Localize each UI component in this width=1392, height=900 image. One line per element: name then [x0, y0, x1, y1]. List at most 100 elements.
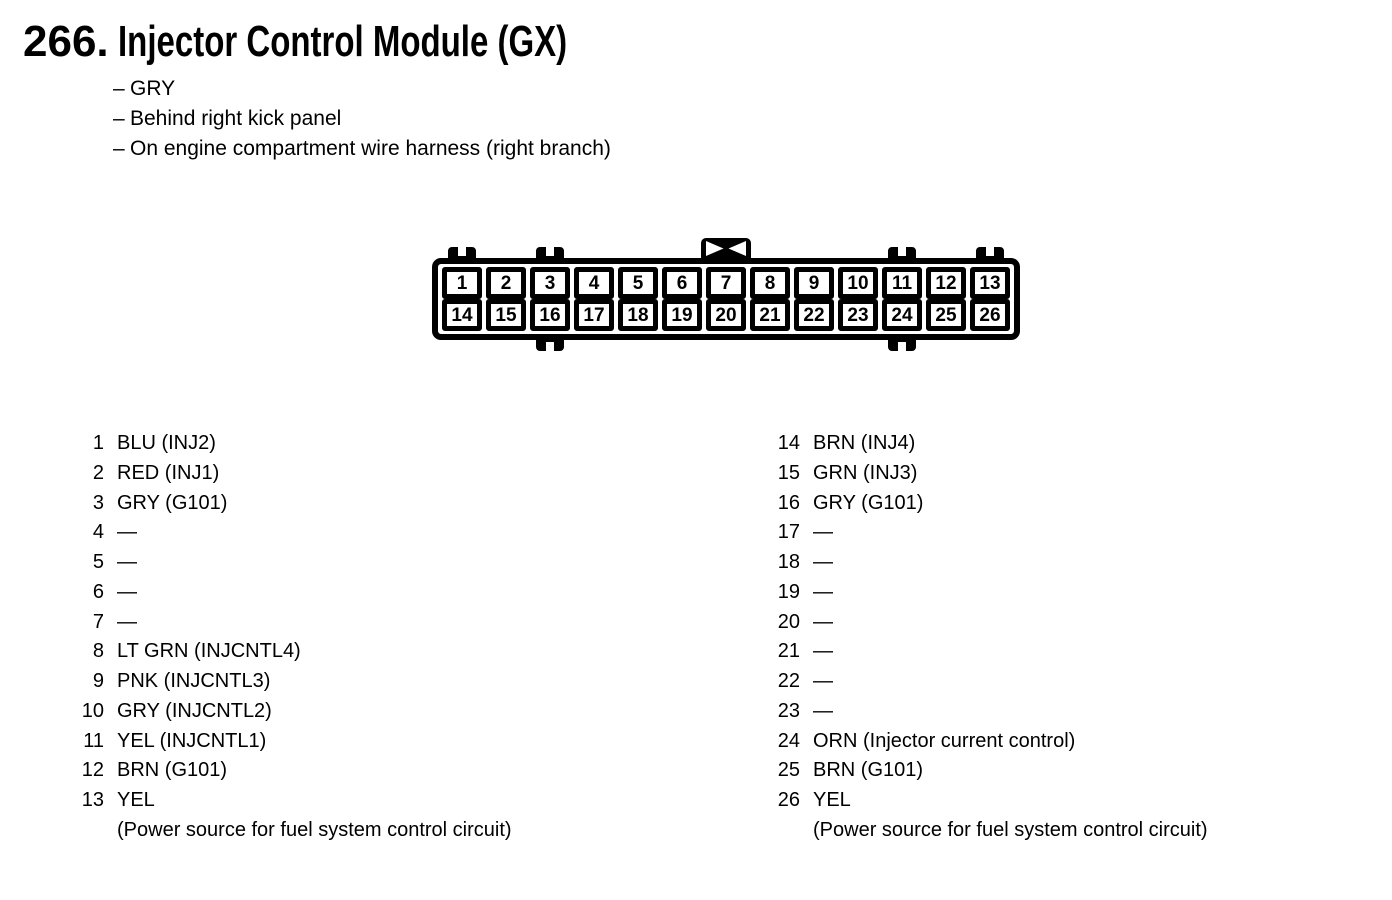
pin-number: 24 [777, 729, 800, 752]
pin-row: 5— [76, 548, 512, 578]
pin-note: (Power source for fuel system control ci… [813, 818, 1208, 841]
pin-label: YEL [117, 789, 155, 811]
pin-label: GRY (G101) [117, 491, 228, 514]
pin-row: 4— [76, 518, 512, 548]
bullet-text: GRY [130, 77, 176, 100]
pin-number: 11 [83, 729, 104, 752]
pin-label: BRN (INJ4) [813, 432, 916, 454]
pin-label: — [117, 610, 137, 633]
pin-row: 7— [76, 608, 512, 638]
pin-number: 15 [777, 461, 800, 484]
pin-cell-24: 24 [882, 299, 922, 331]
location-bullet: –On engine compartment wire harness (rig… [113, 134, 611, 164]
pin-cell-22: 22 [794, 299, 834, 331]
pin-number: 1 [92, 432, 104, 454]
pin-cell-4: 4 [574, 267, 614, 299]
pin-label: ORN (Injector current control) [813, 729, 1076, 752]
pin-cell-23: 23 [838, 299, 878, 331]
pin-row: 18 — [772, 548, 1208, 578]
alignment-tab-pin3-icon [536, 247, 564, 264]
pin-number: 17 [777, 521, 800, 544]
pin-number: 16 [777, 491, 800, 514]
pin-cell-11: 11 [882, 267, 922, 299]
bullet-dash: – [113, 107, 125, 130]
pin-label: — [813, 551, 833, 573]
pin-number: 14 [777, 432, 800, 454]
pin-cell-1: 1 [442, 267, 482, 299]
pin-number: 4 [92, 521, 104, 544]
alignment-tab-pin1-icon [448, 247, 476, 264]
tab-notch [898, 247, 906, 256]
pin-label: — [117, 580, 137, 603]
pin-cell-3: 3 [530, 267, 570, 299]
tab-notch [458, 247, 466, 256]
pin-label: BRN (G101) [813, 759, 924, 782]
bullet-text: On engine compartment wire harness (righ… [130, 137, 611, 160]
pin-row: 16 GRY (G101) [772, 489, 1208, 519]
pin-label: GRY (G101) [813, 491, 924, 514]
pin-note: (Power source for fuel system control ci… [117, 818, 512, 841]
alignment-tab-pin13-icon [976, 247, 1004, 264]
tab-notch [546, 247, 554, 256]
pin-number: 18 [777, 551, 800, 573]
pin-number: 25 [777, 759, 800, 782]
pin-label: — [813, 670, 833, 692]
bullet-dash: – [113, 77, 125, 100]
pin-row: 19— [772, 578, 1208, 608]
pin-label: GRN (INJ3) [813, 461, 918, 484]
alignment-tab-pin11-icon [888, 247, 916, 264]
bullet-text: Behind right kick panel [130, 107, 342, 130]
pin-label: — [813, 699, 833, 722]
tab-notch [898, 342, 906, 351]
pin-label: YEL [813, 789, 851, 811]
pin-label: — [813, 521, 833, 544]
pin-row: 8 LT GRN (INJCNTL4) [76, 637, 512, 667]
pin-label: — [813, 640, 833, 663]
pin-row: 14 BRN (INJ4) [772, 429, 1208, 459]
crossed-box-icon [701, 238, 751, 264]
pin-number: 23 [777, 699, 800, 722]
pin-label: PNK (INJCNTL3) [117, 670, 271, 692]
pin-label: BLU (INJ2) [117, 432, 216, 454]
pin-label: LT GRN (INJCNTL4) [117, 640, 301, 663]
pin-row: 25 BRN (G101) [772, 756, 1208, 786]
pin-label: GRY (INJCNTL2) [117, 699, 272, 722]
pin-number: 21 [777, 640, 800, 663]
pin-cell-14: 14 [442, 299, 482, 331]
pin-row: 1 BLU (INJ2) [76, 429, 512, 459]
alignment-tab-pin16-icon [536, 334, 564, 351]
pin-row: 23 — [772, 697, 1208, 727]
pin-cell-9: 9 [794, 267, 834, 299]
pin-number: 7 [92, 610, 104, 633]
section-title: Injector Control Module (GX) [118, 17, 568, 66]
pin-label: RED (INJ1) [117, 461, 220, 484]
pin-label: — [813, 610, 833, 633]
tab-notch [986, 247, 994, 256]
pin-row: 20— [772, 608, 1208, 638]
pin-cell-6: 6 [662, 267, 702, 299]
pin-row: 21 — [772, 637, 1208, 667]
pin-row: 6— [76, 578, 512, 608]
pin-cell-10: 10 [838, 267, 878, 299]
pin-row: 13 YEL [76, 786, 512, 816]
pin-number: 12 [81, 759, 104, 782]
pin-number: 19 [777, 580, 800, 603]
pin-cell-17: 17 [574, 299, 614, 331]
pin-number: 13 [81, 789, 104, 811]
pin-cell-25: 25 [926, 299, 966, 331]
pin-number: 3 [92, 491, 104, 514]
pin-number: 8 [92, 640, 104, 663]
alignment-tab-pin24-icon [888, 334, 916, 351]
pin-cell-21: 21 [750, 299, 790, 331]
